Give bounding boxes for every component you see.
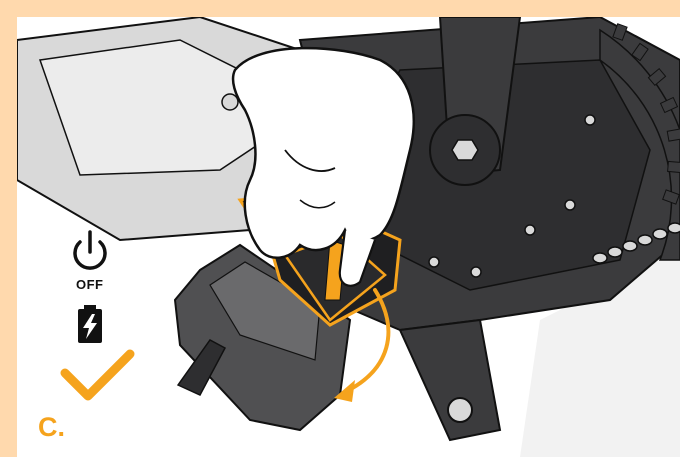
hand bbox=[233, 48, 414, 258]
battery-charging-icon bbox=[78, 305, 102, 343]
power-icon bbox=[75, 232, 105, 268]
crank-bolt-icon bbox=[452, 140, 478, 160]
checkmark-icon bbox=[65, 354, 130, 396]
power-state-label: OFF bbox=[76, 277, 104, 292]
pedal-hole bbox=[448, 398, 472, 422]
instruction-illustration bbox=[17, 17, 680, 457]
illustration-panel bbox=[17, 17, 680, 457]
crank-arm-bottom bbox=[400, 320, 500, 440]
step-label: C. bbox=[38, 412, 65, 443]
